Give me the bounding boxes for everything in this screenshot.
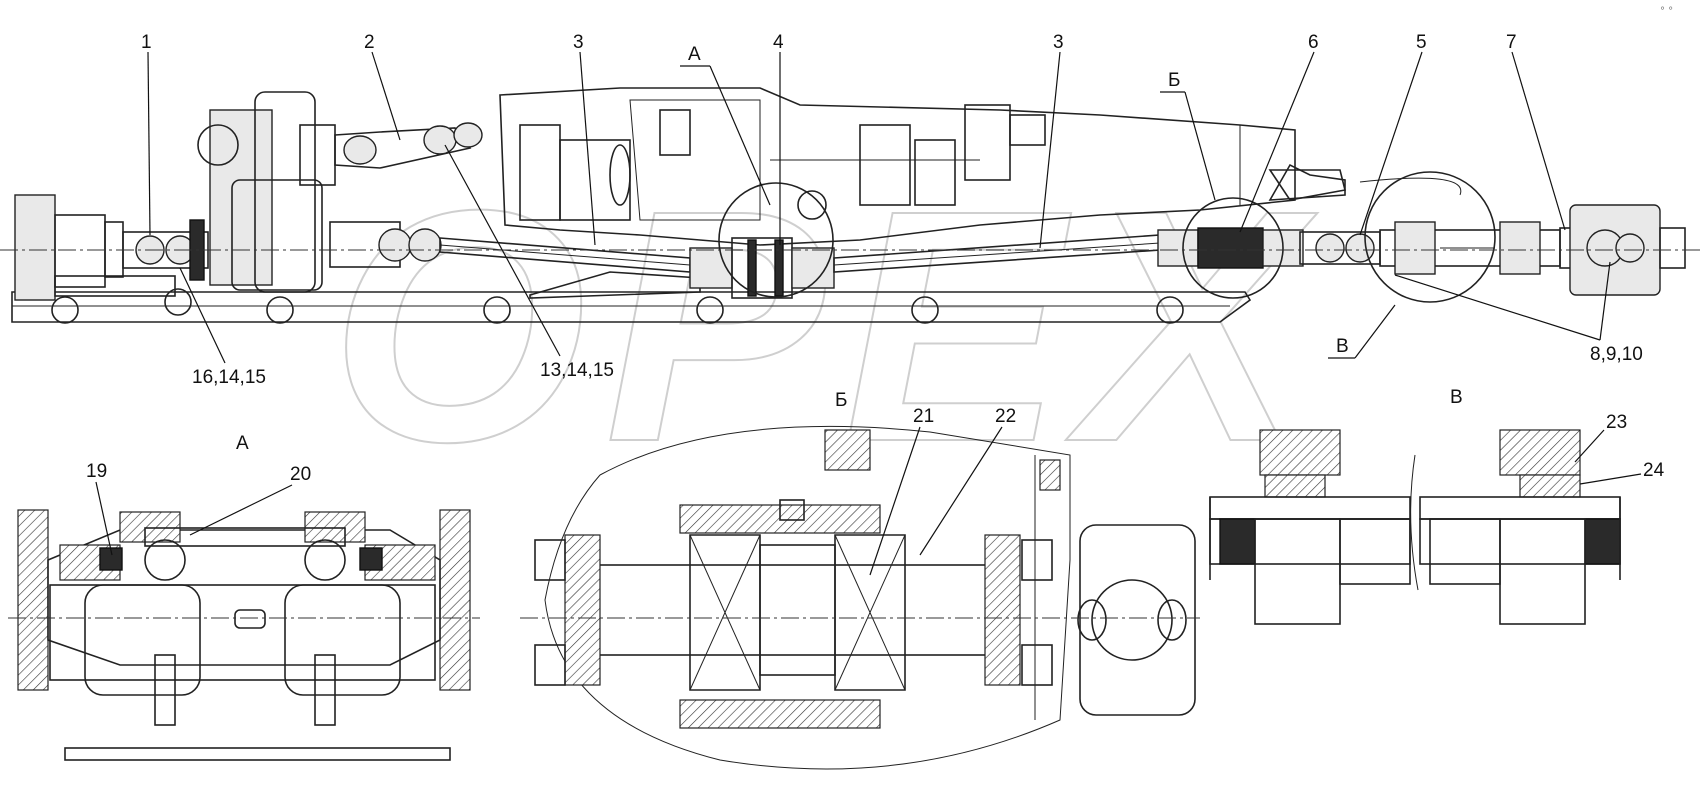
callout-16-14-15: 16,14,15: [192, 367, 266, 388]
section-view-v: В 23 24: [1209, 387, 1665, 625]
callout-24: 24: [1643, 460, 1665, 481]
callout-21: 21: [913, 406, 934, 427]
section-view-a: А 19 20: [8, 433, 480, 761]
callout-6: 6: [1308, 32, 1319, 53]
callout-7: 7: [1506, 32, 1517, 53]
watermark: ОРЕХ: [330, 141, 1319, 510]
callout-13-14-15: 13,14,15: [540, 360, 614, 381]
callout-2: 2: [364, 32, 375, 53]
top-view-callouts: 1 2 3 А 4 3 Б 6 5 7 В 8,9,10 16,14,15 13…: [141, 32, 1643, 388]
callout-1: 1: [141, 32, 152, 53]
callout-5: 5: [1416, 32, 1427, 53]
view-b-title: Б: [835, 390, 847, 411]
callout-3-right: 3: [1053, 32, 1064, 53]
callout-view-a: А: [688, 44, 701, 65]
view-v-title: В: [1450, 387, 1463, 408]
section-view-b: Б 21 22: [520, 390, 1200, 770]
view-a-title: А: [236, 433, 249, 454]
callout-8-9-10: 8,9,10: [1590, 344, 1643, 365]
corner-mark: ° °: [1660, 6, 1673, 17]
callout-3-left: 3: [573, 32, 584, 53]
callout-23: 23: [1606, 412, 1627, 433]
callout-4: 4: [773, 32, 784, 53]
top-view-assembly: [0, 87, 1700, 324]
callout-view-v: В: [1336, 336, 1349, 357]
callout-22: 22: [995, 406, 1016, 427]
callout-19: 19: [86, 461, 107, 482]
callout-view-b: Б: [1168, 70, 1180, 91]
callout-20: 20: [290, 464, 311, 485]
